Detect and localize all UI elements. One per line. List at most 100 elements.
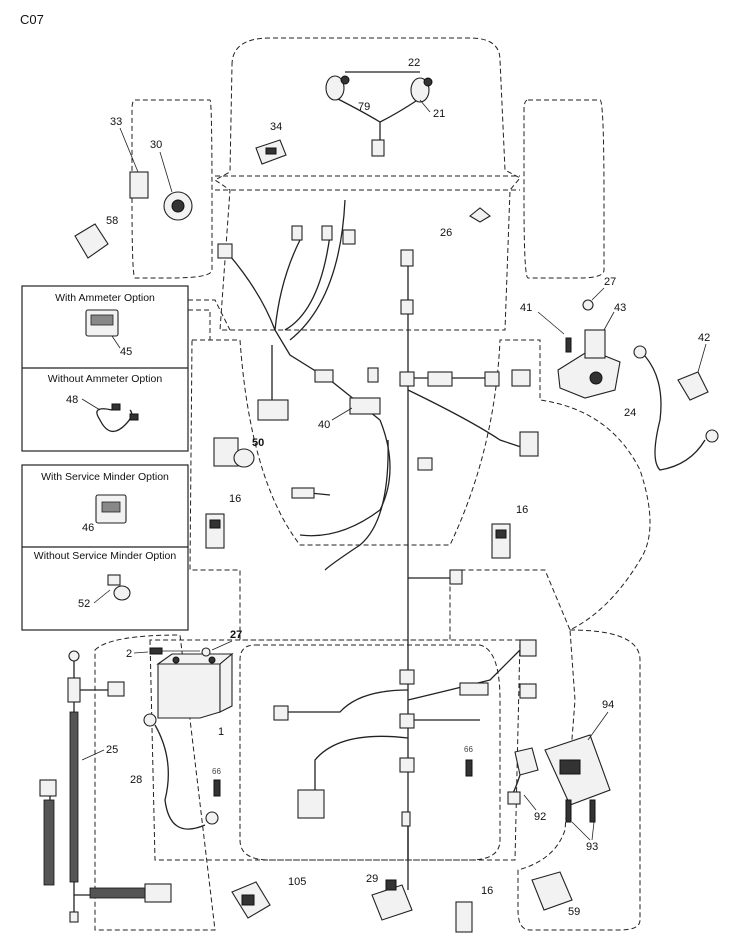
harness-connector-h (367, 367, 379, 383)
callout-29: 29 (366, 873, 378, 885)
battery-group: 1 2 27 28 66 (126, 629, 242, 830)
cross-bar-outline (215, 175, 520, 191)
callout-41: 41 (520, 302, 532, 314)
callout-94: 94 (602, 699, 614, 711)
screw-93a-icon (565, 799, 572, 823)
service-minder-plug-icon (107, 574, 121, 586)
harness-branch-up (274, 239, 301, 331)
rear-harness-connector-c (144, 883, 172, 903)
callout-16b: 16 (516, 504, 528, 516)
chassis-outlines (94, 37, 651, 931)
rear-harness-loom-a (69, 711, 79, 883)
seat-switch-left-group: 16 (205, 493, 241, 549)
harness-connector-d (484, 371, 500, 387)
seat-switch-bottom-group: 16 (455, 885, 493, 933)
callout-50: 50 (252, 437, 264, 449)
callout-46: 46 (82, 522, 94, 534)
module-94-group: 94 92 93 (507, 699, 614, 853)
callout-52: 52 (78, 598, 90, 610)
harness-connector-j (349, 397, 381, 415)
harness-ground-tab (257, 399, 289, 421)
fuse-icon (469, 207, 491, 223)
rear-harness-loom-b (43, 799, 55, 886)
starter-solenoid-group: 27 41 43 24 42 (520, 276, 719, 471)
ground-cable-28 (154, 724, 206, 830)
diagram-code: C07 (20, 12, 44, 27)
screw-93b-icon (589, 799, 596, 823)
bolt-66-left-icon (213, 779, 221, 797)
callout-21: 21 (433, 108, 445, 120)
harness-connector-s (519, 639, 537, 657)
lower-deck-parts: 66 105 29 59 (231, 745, 580, 921)
without-service-minder-title: Without Service Minder Option (34, 550, 177, 562)
left-fender-outline (131, 99, 213, 279)
box-link-2 (188, 309, 211, 340)
pto-switch-icon (213, 437, 239, 467)
light-switch-group: 34 (255, 121, 287, 165)
harness-connector-k (291, 487, 315, 499)
callout-79: 79 (358, 101, 370, 113)
service-minder-cap-icon (113, 585, 131, 601)
left-headlight-icon (325, 75, 345, 101)
ground-cable-ring-a (143, 713, 157, 727)
ground-cable-ring-b (205, 811, 219, 825)
callout-105: 105 (288, 876, 306, 888)
callout-66a: 66 (212, 767, 221, 776)
cable-ring-terminal-b (705, 429, 719, 443)
nut-icon (582, 299, 594, 311)
harness-connector-f (519, 431, 539, 457)
callout-43: 43 (614, 302, 626, 314)
bolt-66-right-icon (465, 759, 473, 777)
harness-connector-q (297, 789, 325, 819)
plunger-switch-left-icon (205, 513, 225, 549)
ignition-group: 33 30 58 (74, 116, 193, 259)
seat-switch-right-group: 16 (491, 504, 528, 559)
callout-93: 93 (586, 841, 598, 853)
harness-branch-left (224, 249, 381, 421)
rear-harness-connector-a (107, 681, 125, 697)
service-minder-option-group: With Service Minder Option 46 Without Se… (21, 464, 189, 631)
cable-24 (644, 355, 706, 471)
plunger-switch-bottom-icon (455, 901, 473, 933)
rear-harness-group: 25 (39, 650, 172, 923)
right-fender-outline (523, 99, 605, 279)
main-body-outline (189, 339, 651, 641)
harness-connector-l (449, 569, 463, 585)
callout-24: 24 (624, 407, 636, 419)
plunger-switch-right-icon (491, 523, 511, 559)
pto-switch-group: 50 (213, 437, 264, 468)
harness-connector-r (459, 682, 489, 696)
callout-27b: 27 (230, 629, 242, 641)
callout-2: 2 (126, 648, 132, 660)
main-harness-group: 40 (217, 199, 539, 890)
ammeter-option-group: With Ammeter Option 45 Without Ammeter O… (21, 285, 189, 452)
callout-34: 34 (270, 121, 282, 133)
callout-92: 92 (534, 811, 546, 823)
callout-59: 59 (568, 906, 580, 918)
battery-bolt-icon (149, 647, 163, 655)
rear-left-outline (94, 634, 216, 931)
headlight-harness-wire (329, 94, 426, 123)
callout-28: 28 (130, 774, 142, 786)
harness-connector-e (511, 369, 531, 387)
harness-top-connector (400, 249, 414, 267)
harness-connector-g (417, 457, 433, 471)
battery-nut-icon (201, 647, 211, 657)
rear-right-outline (517, 629, 641, 931)
service-minder-option-title: With Service Minder Option (41, 471, 169, 483)
fuse-group: 26 (440, 207, 491, 239)
rear-harness-ring (68, 650, 80, 662)
harness-connector-c (427, 371, 453, 387)
box-link-1 (188, 299, 231, 331)
callout-22: 22 (408, 57, 420, 69)
harness-connector-m (399, 669, 415, 685)
callout-16c: 16 (481, 885, 493, 897)
callout-25: 25 (106, 744, 118, 756)
jumper-connector-b (129, 413, 139, 421)
ammeter-option-title: With Ammeter Option (55, 292, 155, 304)
lower-deck-outline (239, 644, 501, 861)
callout-58: 58 (106, 215, 118, 227)
pto-knob-icon (233, 448, 255, 468)
